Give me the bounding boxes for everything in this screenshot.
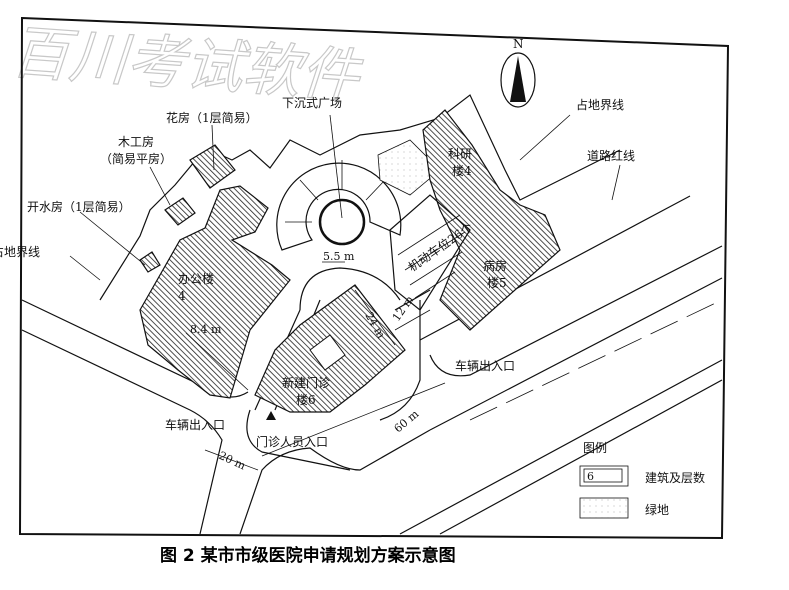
dim-frontage: 60 m [392, 407, 422, 435]
dim-office-gap: 8.4 m [190, 323, 222, 336]
label-outpatient-entrance: 门诊人员入口 [256, 434, 328, 449]
office-building [139, 185, 291, 399]
label-site-boundary-right: 占地界线 [576, 97, 624, 112]
courtyard [309, 334, 346, 371]
label-office-2: 4 [178, 289, 186, 303]
north-arrow: N [500, 37, 536, 108]
legend: 图例 6 建筑及层数 绿地 [579, 441, 705, 519]
label-boiler-room: 开水房（1层简易） [27, 199, 131, 214]
label-office-1: 办公楼 [178, 271, 214, 286]
dim-plaza: 5.5 m [323, 250, 355, 263]
legend-title: 图例 [583, 441, 607, 455]
flower-house [189, 144, 236, 189]
label-vehicle-entrance-right: 车辆出入口 [455, 358, 515, 373]
label-ward-1: 病房 [483, 258, 507, 273]
legend-building-label: 建筑及层数 [645, 470, 705, 485]
label-road-red-line: 道路红线 [587, 148, 635, 163]
dim-ward-gap: 12 m [390, 293, 417, 324]
label-research-2: 楼4 [452, 163, 472, 178]
label-carpentry-1: 木工房 [118, 134, 154, 149]
entrance-marker-icon [266, 411, 276, 420]
sunken-plaza [276, 160, 402, 251]
boiler-room [139, 251, 161, 273]
research-ward-building [422, 109, 561, 331]
north-label: N [513, 37, 524, 51]
label-sunken-plaza: 下沉式广场 [282, 96, 342, 110]
figure-caption: 图 2 某市市级医院申请规划方案示意图 [160, 545, 456, 566]
label-flower-house: 花房（1层简易） [166, 110, 258, 125]
carpentry-house [164, 197, 196, 226]
label-ward-2: 楼5 [487, 275, 507, 290]
label-outpatient-1: 新建门诊 [282, 375, 330, 390]
roads [21, 195, 723, 535]
label-site-boundary-left: 占地界线 [0, 244, 40, 259]
leader-lines [69, 114, 621, 281]
green-area [377, 139, 441, 196]
legend-building-sample: 6 [587, 470, 594, 483]
label-vehicle-entrance-left: 车辆出入口 [165, 417, 225, 432]
label-carpentry-2: （简易平房） [100, 151, 172, 166]
label-research-1: 科研 [448, 147, 472, 161]
site-boundary-line [99, 94, 621, 301]
parking-lot [389, 194, 471, 311]
dimension-lines [185, 261, 446, 471]
label-outpatient-2: 楼6 [296, 392, 316, 407]
dim-setback: 20 m [217, 449, 248, 473]
legend-green-label: 绿地 [645, 502, 669, 517]
drawing-frame [18, 16, 730, 540]
